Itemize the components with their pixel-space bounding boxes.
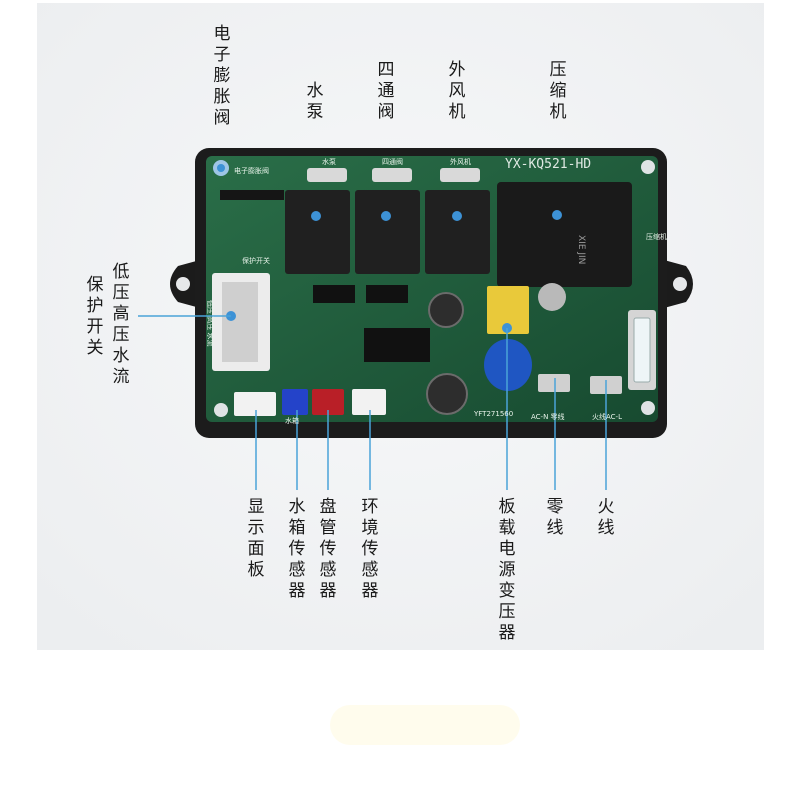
ic-1 bbox=[313, 285, 355, 303]
display-connector bbox=[234, 392, 276, 416]
screw-hole-bl bbox=[214, 403, 228, 417]
label-fan: 外风机 bbox=[448, 60, 466, 122]
fan-relay bbox=[425, 190, 490, 274]
four-way-connector bbox=[372, 168, 412, 182]
label-protect-switch: 保护开关 bbox=[86, 275, 104, 358]
capacitor-1 bbox=[428, 292, 464, 328]
label-display: 显示面板 bbox=[247, 497, 265, 580]
callout-dots bbox=[217, 164, 562, 333]
label-live: 火线 bbox=[597, 497, 615, 538]
capacitor-2 bbox=[426, 373, 468, 415]
right-mount-hole bbox=[673, 277, 687, 291]
compressor-relay bbox=[497, 182, 632, 287]
pressure-flow-pins bbox=[222, 282, 258, 362]
ic-2 bbox=[366, 285, 408, 303]
dot-pump bbox=[311, 211, 321, 221]
bottom-glow bbox=[330, 705, 520, 745]
fan-connector bbox=[440, 168, 480, 182]
tank-sensor-connector bbox=[282, 389, 308, 415]
pump-connector bbox=[307, 168, 347, 182]
ambient-sensor-connector bbox=[352, 389, 386, 415]
silk-acl: 火线AC-L bbox=[592, 413, 622, 421]
neutral-terminal bbox=[538, 374, 570, 392]
leader-lines bbox=[138, 315, 607, 490]
left-mount-hole bbox=[176, 277, 190, 291]
dot-eev bbox=[217, 164, 225, 172]
silk-brand: XIE JIN bbox=[576, 235, 586, 265]
silk-pump: 水泵 bbox=[322, 158, 336, 166]
coil-sensor-connector bbox=[312, 389, 344, 415]
capacitor-3 bbox=[538, 283, 566, 311]
silk-eev: 电子膨胀阀 bbox=[234, 167, 269, 175]
dot-four-way bbox=[381, 211, 391, 221]
label-neutral: 零线 bbox=[546, 497, 564, 538]
silk-fcc: YFT271560 bbox=[474, 410, 514, 418]
label-four-way: 四通阀 bbox=[377, 60, 395, 122]
silk-fan: 外风机 bbox=[450, 158, 471, 166]
label-pump: 水泵 bbox=[306, 81, 324, 122]
blue-varistor bbox=[484, 339, 532, 391]
eev-connector bbox=[220, 190, 284, 200]
pump-relay bbox=[285, 190, 350, 274]
label-ambient-sensor: 环境传感器 bbox=[361, 497, 379, 601]
silk-acn: AC-N 零线 bbox=[531, 413, 565, 421]
silk-tank: 水箱 bbox=[285, 417, 299, 425]
dot-compressor bbox=[552, 210, 562, 220]
silk-flow: 低压 高压 水流 bbox=[206, 300, 214, 347]
screw-hole-tr bbox=[641, 160, 655, 174]
silk-four-way: 四通阀 bbox=[382, 158, 403, 166]
silk-protect: 保护开关 bbox=[242, 257, 270, 265]
dot-fan bbox=[452, 211, 462, 221]
label-tank-sensor: 水箱传感器 bbox=[288, 497, 306, 601]
label-transformer: 板载电源变压器 bbox=[498, 497, 516, 643]
fuse-glass bbox=[633, 317, 651, 383]
label-compressor: 压缩机 bbox=[549, 60, 567, 122]
label-coil-sensor: 盘管传感器 bbox=[319, 497, 337, 601]
four-way-relay bbox=[355, 190, 420, 274]
silk-comp: 压缩机 bbox=[646, 233, 667, 241]
screw-hole-br bbox=[641, 401, 655, 415]
silk-model: YX-KQ521-HD bbox=[505, 157, 592, 172]
ic-3 bbox=[364, 328, 430, 362]
label-pressure-flow: 低压高压水流 bbox=[112, 262, 130, 387]
label-eev: 电子膨胀阀 bbox=[213, 24, 231, 128]
transformer-coil bbox=[487, 286, 529, 334]
